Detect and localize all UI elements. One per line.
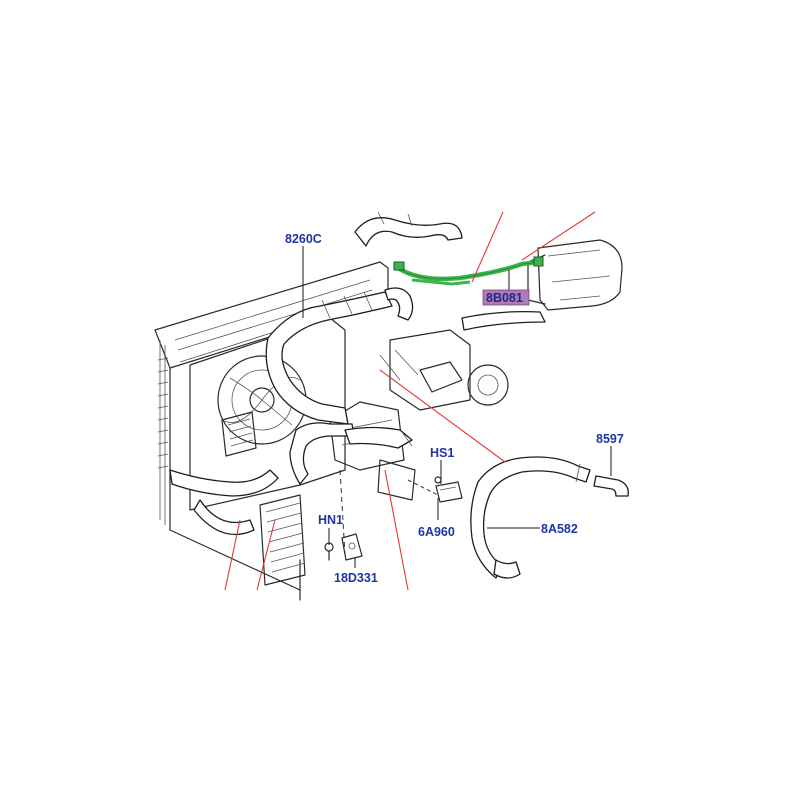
section-lines	[224, 211, 596, 591]
leader-lines	[302, 246, 612, 568]
label-8260C: 8260C	[285, 232, 322, 246]
hose-8A582	[470, 456, 591, 579]
label-HN1: HN1	[318, 513, 343, 527]
pipe-8597	[593, 475, 629, 497]
label-18D331: 18D331	[334, 571, 378, 585]
label-8597: 8597	[596, 432, 624, 446]
bolt-HN1	[324, 542, 334, 561]
label-6A960: 6A960	[418, 525, 455, 539]
callout-labels: 8260C 8B081 8597 HS1 6A960 8A582 HN1 18D…	[285, 232, 624, 585]
hose-8B081-highlighted	[393, 256, 544, 286]
hose-8260C	[265, 287, 414, 485]
label-8B081: 8B081	[486, 291, 523, 305]
bracket-6A960	[434, 476, 463, 503]
label-HS1: HS1	[430, 446, 454, 460]
label-8B081-highlight-box	[482, 289, 530, 306]
bracket-18D331	[341, 533, 363, 561]
engine-area	[329, 211, 623, 556]
label-8A582: 8A582	[541, 522, 578, 536]
